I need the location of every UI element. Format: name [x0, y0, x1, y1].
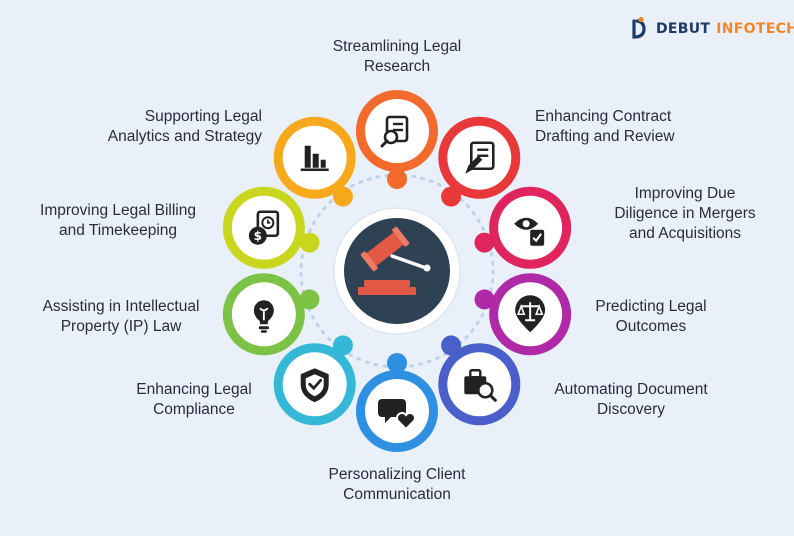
center-hub [333, 207, 461, 335]
item-research [356, 90, 438, 189]
item-communication [356, 353, 438, 452]
connector-dot [332, 186, 353, 207]
connector-dot [441, 186, 462, 207]
brand-logo: DEBUT INFOTECH [628, 16, 794, 42]
connector-dot [299, 232, 320, 253]
document-pen-icon [465, 141, 495, 174]
billing-clock-icon: $ [248, 210, 280, 245]
eye-checklist-icon [514, 217, 545, 246]
logo-word-infotech: INFOTECH [716, 21, 794, 37]
item-discovery [438, 335, 521, 426]
item-compliance [273, 335, 356, 426]
lightbulb-icon [253, 300, 274, 333]
chat-heart-icon [378, 399, 416, 431]
briefcase-search-icon [464, 369, 497, 402]
logo-mark-icon [632, 16, 646, 39]
svg-text:$: $ [254, 229, 262, 243]
connector-dot [474, 289, 495, 310]
connector-dot [332, 335, 353, 356]
document-search-icon [380, 115, 409, 148]
item-ip [222, 273, 320, 356]
item-contract [438, 116, 521, 207]
item-diligence [474, 186, 572, 269]
item-outcomes [474, 273, 572, 356]
connector-dot [441, 335, 462, 356]
connector-dot [387, 353, 407, 373]
gavel-icon [358, 226, 431, 295]
logo-word-debut: DEBUT [656, 21, 711, 37]
shield-check-icon [300, 368, 329, 403]
bar-chart-icon [300, 145, 329, 171]
connector-dot [474, 232, 495, 253]
connector-dot [387, 169, 407, 189]
scales-pin-icon [515, 295, 546, 333]
connector-dot [299, 289, 320, 310]
item-billing: $ [222, 186, 320, 269]
item-analytics [273, 116, 356, 207]
